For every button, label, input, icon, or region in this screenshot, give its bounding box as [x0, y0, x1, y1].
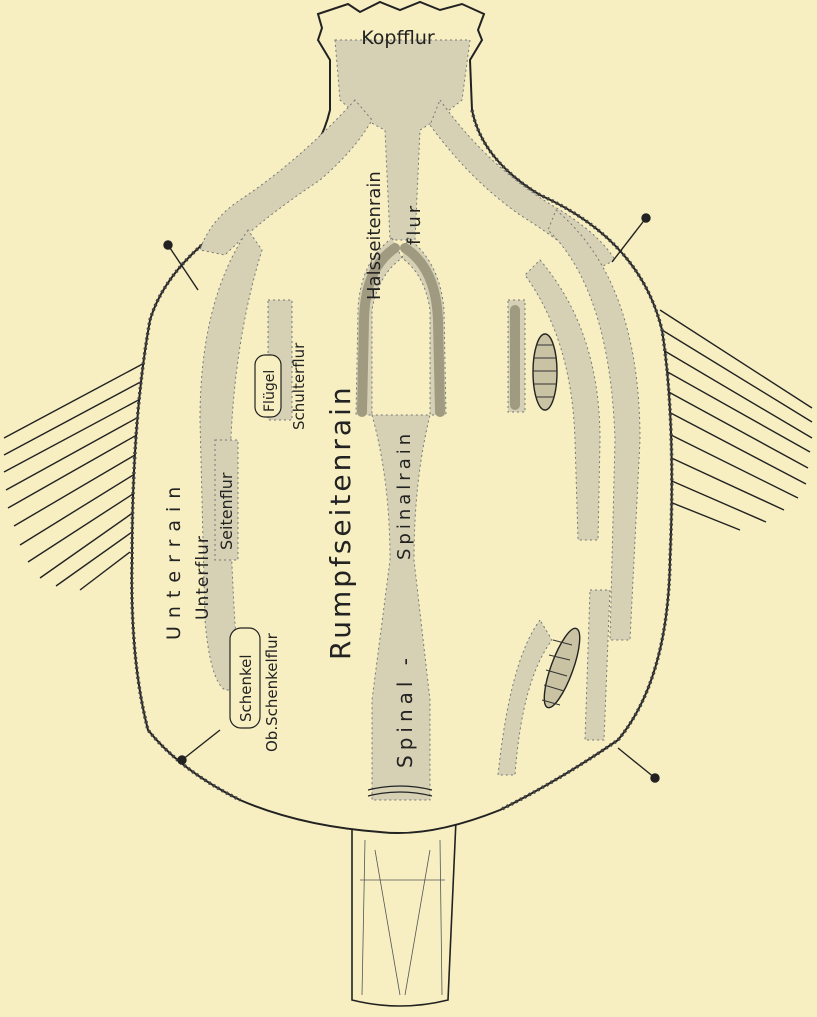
label-kopfflur: Kopfflur	[361, 27, 435, 49]
label-obschenkelflur: Ob.Schenkelflur	[263, 632, 281, 752]
label-rumpfseitenrain: Rumpfseitenrain	[324, 384, 357, 660]
label-fluegel: Flügel	[262, 370, 278, 412]
label-unterrain: Unterrain	[163, 479, 185, 640]
label-spinal-lower: Spinal -	[393, 653, 417, 768]
label-spinalrain: Spinalrain	[394, 430, 415, 560]
left-wing-feathers	[4, 360, 150, 590]
tail-stump	[352, 820, 456, 1006]
label-unterflur: Unterflur	[193, 535, 213, 620]
label-flur: flur	[404, 203, 425, 245]
label-seitenflur: Seitenflur	[217, 472, 236, 550]
label-schulterflur: Schulterflur	[290, 342, 308, 430]
right-wing-feathers	[660, 310, 812, 530]
label-schenkel: Schenkel	[237, 654, 255, 722]
label-halsseitenrain: Halsseitenrain	[364, 171, 385, 300]
right-wing-stump-upper	[533, 334, 557, 410]
